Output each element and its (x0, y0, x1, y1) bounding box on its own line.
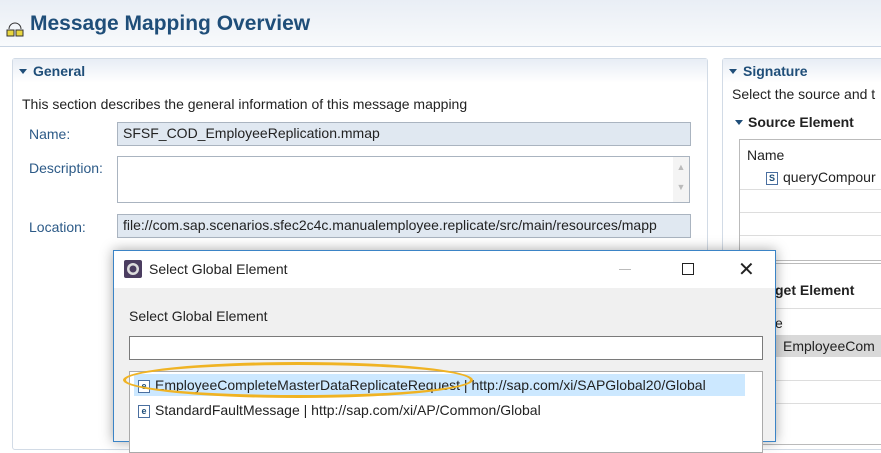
row-divider (740, 212, 881, 213)
signature-description: Select the source and t (732, 86, 876, 102)
filter-input[interactable] (129, 336, 763, 360)
list-item[interactable]: e StandardFaultMessage | http://sap.com/x… (134, 399, 541, 421)
select-global-element-dialog: Select Global Element ✕ Select Global El… (113, 250, 776, 453)
target-name-column: e (775, 315, 783, 331)
editor-header: Message Mapping Overview (0, 0, 881, 47)
location-field[interactable]: file://com.sap.scenarios.sfec2c4c.manual… (117, 214, 691, 238)
minimize-button[interactable] (619, 269, 631, 270)
description-field[interactable]: ▲▼ (117, 156, 690, 203)
message-mapping-icon (6, 22, 24, 37)
source-item-label: queryCompour (783, 169, 876, 185)
description-scrollbar[interactable]: ▲▼ (673, 157, 689, 202)
name-label: Name: (29, 126, 71, 142)
row-divider (740, 308, 881, 309)
signature-section-toggle[interactable]: Signature (723, 59, 881, 83)
location-label: Location: (29, 219, 86, 235)
page-title: Message Mapping Overview (30, 12, 311, 35)
source-element-toggle[interactable]: Source Element (734, 114, 854, 130)
filter-label: Select Global Element (129, 308, 268, 324)
row-divider (740, 403, 881, 404)
dialog-title-bar[interactable]: Select Global Element ✕ (114, 251, 775, 288)
target-tree-item[interactable]: EmployeeCom (775, 335, 881, 357)
source-element-title: Source Element (748, 114, 854, 130)
highlight-ellipse (123, 362, 473, 398)
target-element-title: get Element (775, 282, 855, 298)
row-divider (740, 235, 881, 236)
row-divider (740, 189, 881, 190)
schema-icon: S (766, 171, 778, 185)
general-description: This section describes the general infor… (22, 96, 468, 112)
description-label: Description: (29, 160, 103, 176)
row-divider (740, 380, 881, 381)
maximize-button[interactable] (682, 263, 694, 275)
list-item-label: StandardFaultMessage | http://sap.com/xi… (155, 402, 541, 418)
eclipse-app-icon (124, 260, 142, 278)
source-name-column: Name (747, 147, 785, 163)
dialog-title: Select Global Element (149, 261, 288, 277)
close-button[interactable]: ✕ (738, 259, 755, 281)
element-icon: e (138, 404, 150, 418)
name-field[interactable]: SFSF_COD_EmployeeReplication.mmap (117, 122, 691, 146)
general-section-toggle[interactable]: General (13, 59, 707, 83)
